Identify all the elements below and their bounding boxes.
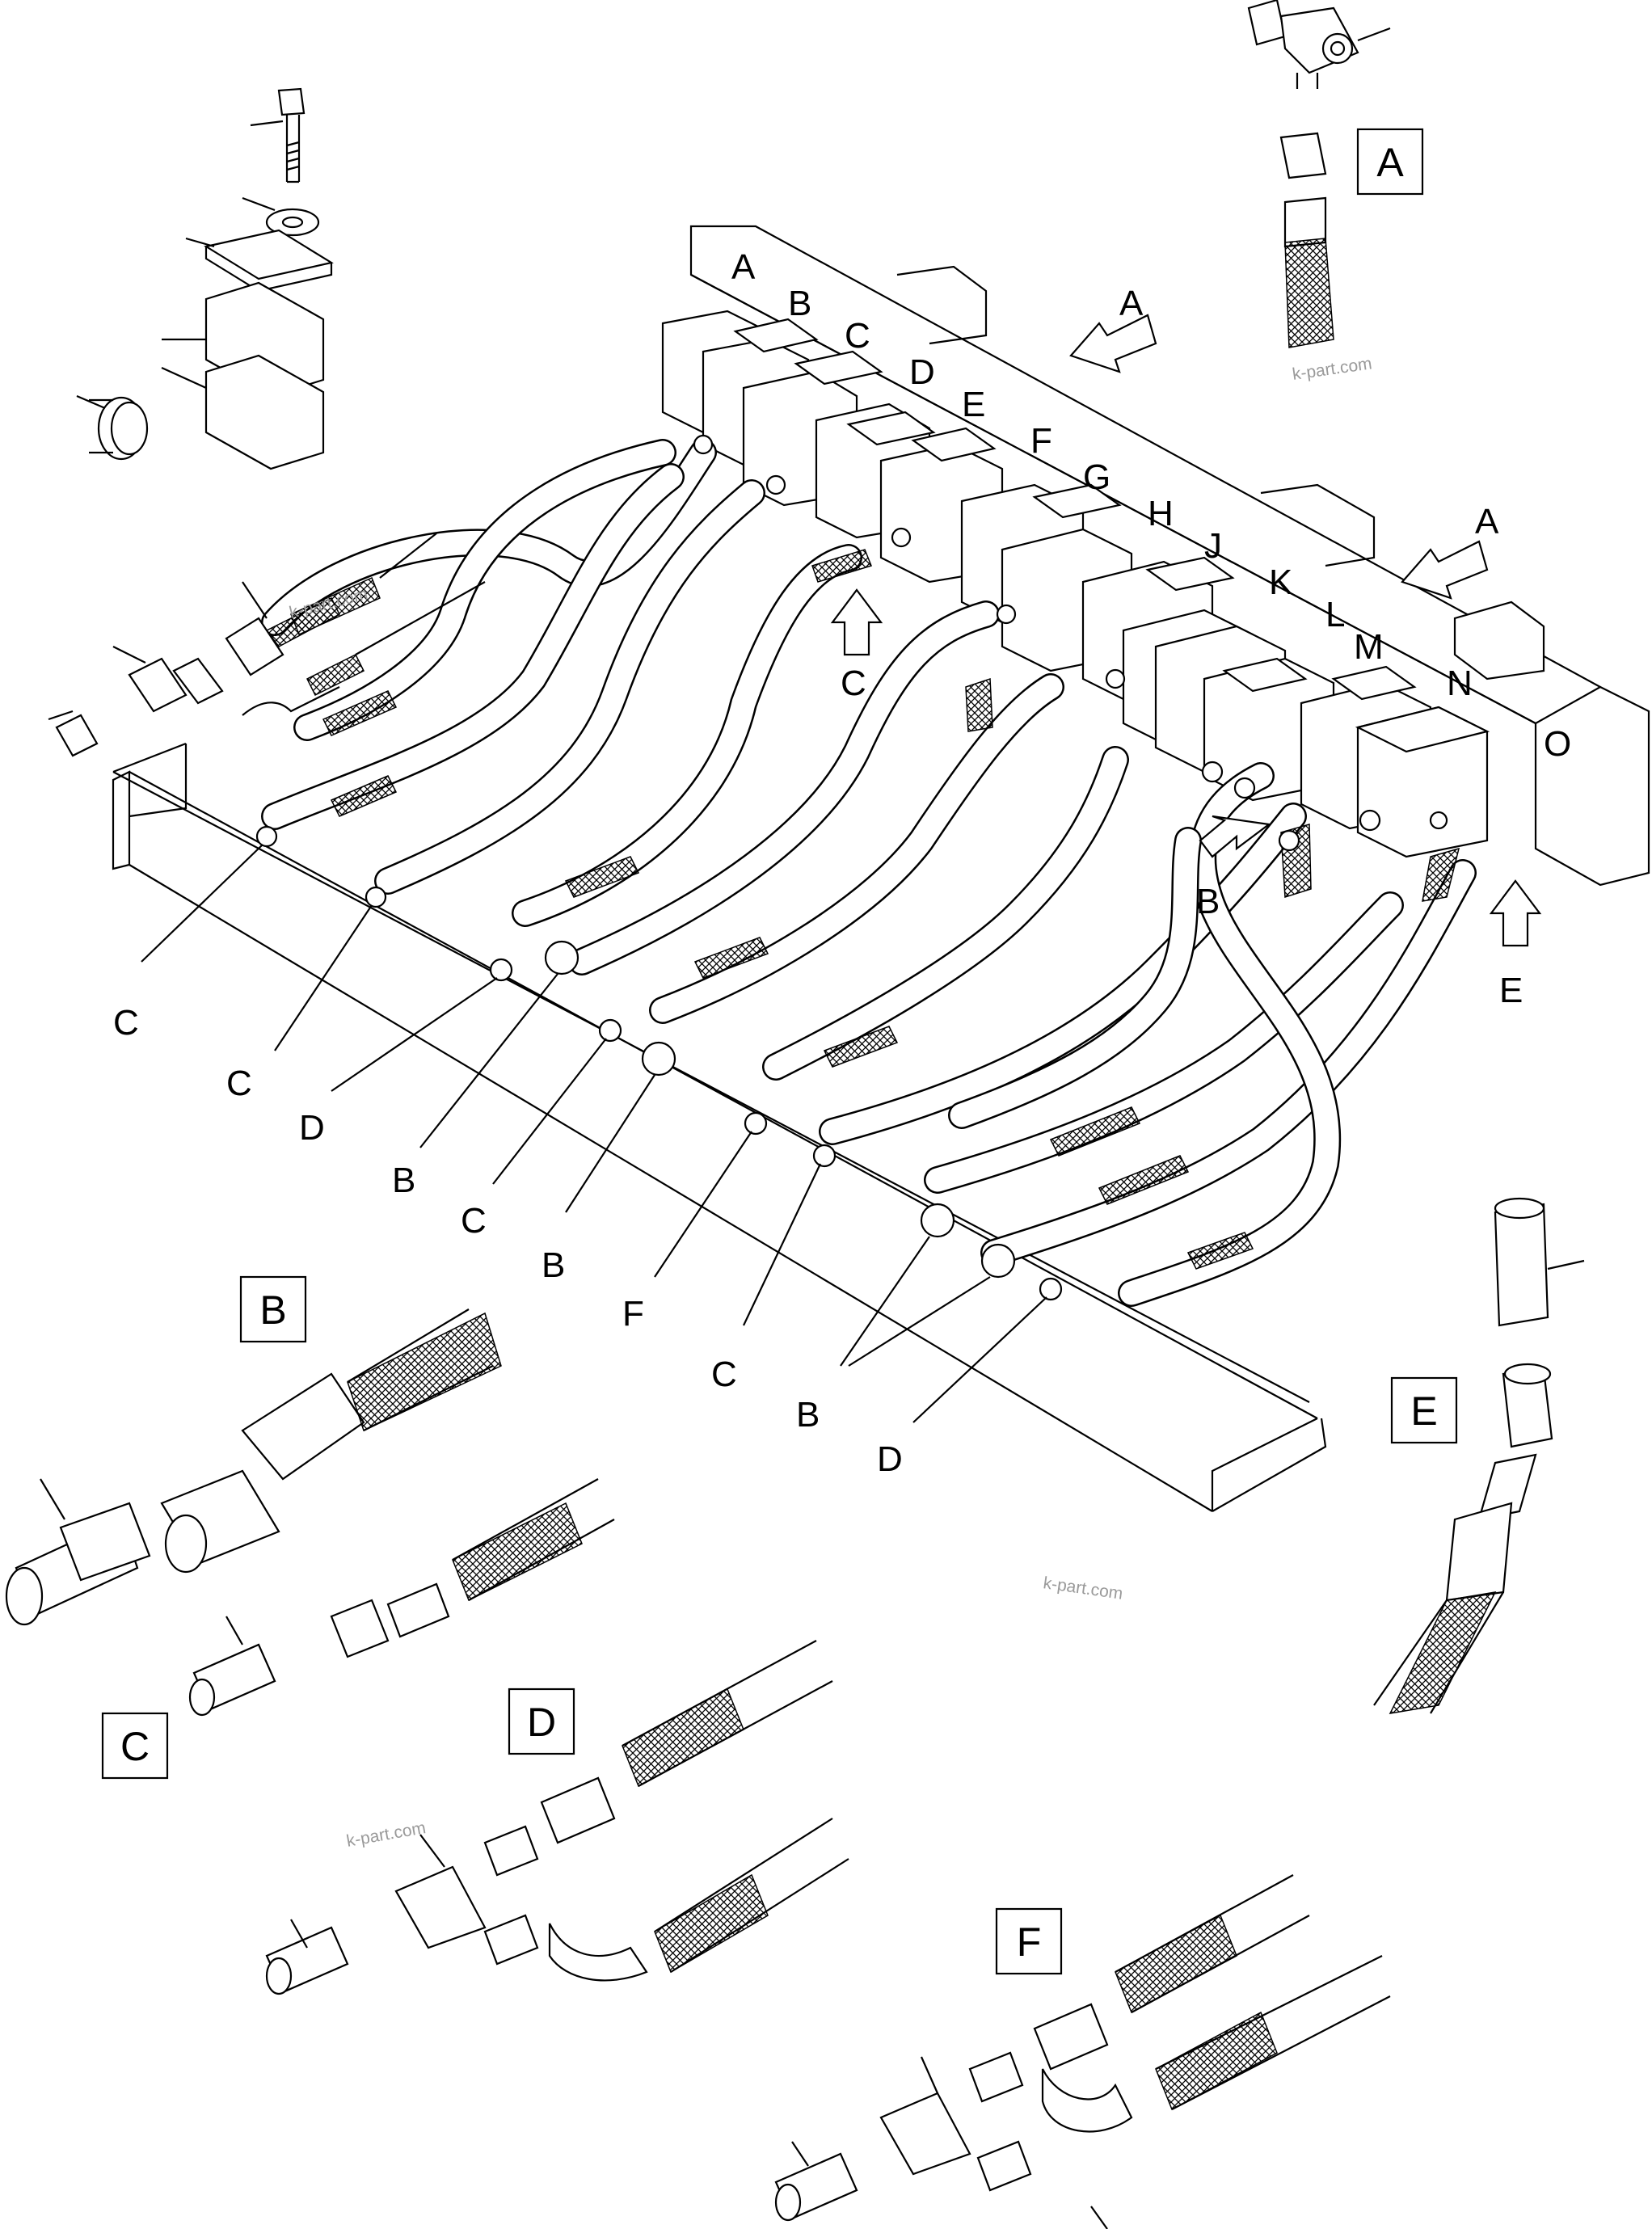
valve-label: B bbox=[788, 284, 811, 323]
frame-beam bbox=[112, 742, 1327, 1512]
watermark: k-part.com bbox=[1291, 354, 1372, 384]
arrow-e bbox=[1489, 879, 1542, 947]
detail-a-elbow-fitting bbox=[1247, 0, 1391, 348]
line-label: C bbox=[461, 1201, 487, 1241]
detail-box-label: F bbox=[1017, 1919, 1042, 1965]
detail-box-label: D bbox=[527, 1700, 556, 1745]
arrow-callouts: A A C B E bbox=[841, 284, 1523, 1010]
detail-e-adapter bbox=[1373, 1197, 1585, 1714]
detail-c-straight-fitting bbox=[188, 1478, 615, 1717]
valve-label: E bbox=[962, 385, 985, 424]
line-label: B bbox=[796, 1395, 820, 1435]
valve-label: F bbox=[1030, 421, 1052, 461]
hose-braid-sections bbox=[265, 549, 1460, 1270]
arrow-b bbox=[1199, 815, 1271, 858]
line-label: D bbox=[299, 1108, 325, 1148]
hose-end-fittings bbox=[255, 434, 1381, 1301]
arrow-c bbox=[830, 588, 883, 656]
valve-callouts: A B C D E F G H J K L M N O bbox=[731, 247, 1571, 764]
valve-label: D bbox=[909, 352, 935, 392]
valve-label: A bbox=[731, 247, 756, 287]
arrow-a-lower bbox=[1401, 540, 1489, 600]
detail-box-a: A bbox=[1356, 128, 1424, 196]
arrow-label: A bbox=[1119, 284, 1144, 323]
arrow-label: B bbox=[1196, 882, 1220, 921]
arrow-a-upper bbox=[1069, 314, 1157, 373]
hose-clamp-parts bbox=[76, 87, 334, 470]
watermark: k-part.com bbox=[1042, 1574, 1123, 1603]
flow-arrows bbox=[830, 314, 1542, 947]
detail-box-c: C bbox=[101, 1712, 169, 1780]
valve-label: J bbox=[1204, 526, 1222, 566]
valve-label: O bbox=[1544, 724, 1571, 764]
detail-box-label: E bbox=[1410, 1388, 1437, 1434]
line-label: C bbox=[113, 1003, 139, 1043]
valve-label: H bbox=[1148, 494, 1174, 533]
line-label: C bbox=[711, 1355, 737, 1394]
detail-box-label: B bbox=[259, 1287, 286, 1333]
loose-fittings-upper-left bbox=[48, 533, 486, 757]
watermark: k-part.com bbox=[345, 1818, 428, 1851]
valve-label: L bbox=[1325, 595, 1345, 634]
line-label: C bbox=[226, 1064, 252, 1103]
valve-label: C bbox=[845, 316, 870, 356]
valve-stack bbox=[661, 310, 1490, 858]
line-label: B bbox=[542, 1245, 565, 1285]
detail-box-f: F bbox=[995, 1907, 1063, 1975]
valve-label: G bbox=[1083, 457, 1110, 497]
detail-box-label: A bbox=[1376, 140, 1404, 185]
line-label: F bbox=[622, 1294, 644, 1334]
arrow-label: E bbox=[1499, 971, 1523, 1010]
valve-label: N bbox=[1447, 664, 1473, 703]
valve-manifold bbox=[689, 225, 1650, 887]
arrow-label: C bbox=[841, 664, 866, 703]
detail-f-tee-elbow bbox=[774, 1874, 1391, 2229]
detail-b-coupling bbox=[5, 1308, 502, 1626]
detail-box-label: C bbox=[120, 1724, 150, 1769]
line-label: B bbox=[392, 1161, 415, 1200]
leader-lines bbox=[141, 844, 1047, 1423]
detail-box-b: B bbox=[239, 1275, 307, 1343]
line-label: D bbox=[877, 1439, 903, 1479]
detail-d-tee-fitting bbox=[265, 1640, 849, 1995]
valve-label: K bbox=[1269, 563, 1292, 602]
detail-box-d: D bbox=[508, 1688, 575, 1755]
line-callouts: C C D B C B F C B D bbox=[113, 1003, 903, 1479]
arrow-label: A bbox=[1475, 502, 1499, 541]
valve-label: M bbox=[1354, 627, 1384, 667]
detail-box-e: E bbox=[1390, 1376, 1458, 1444]
